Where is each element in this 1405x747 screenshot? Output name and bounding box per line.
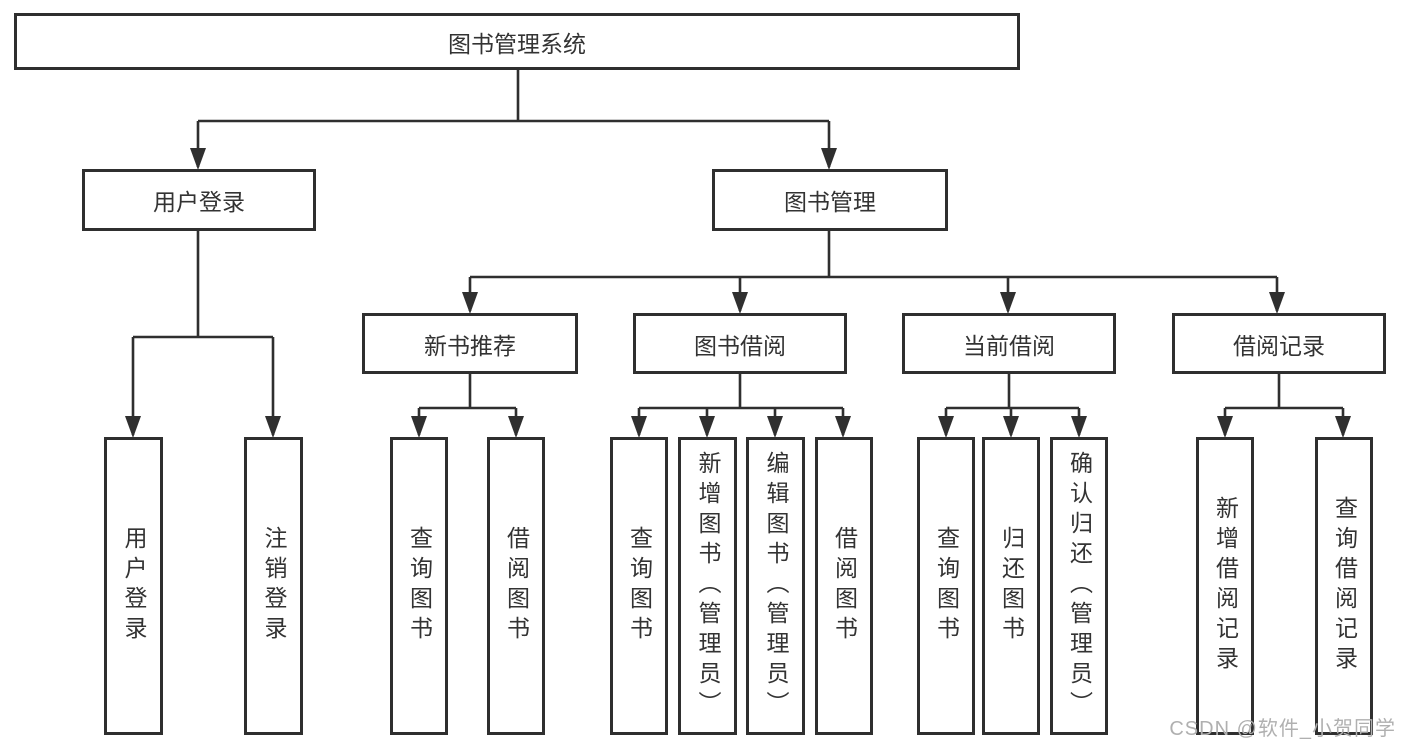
arrowhead-icon <box>938 416 954 438</box>
node-root-label: 图书管理系统 <box>448 30 586 57</box>
leaf-cb-return-book-label: 归还图书 <box>998 526 1025 646</box>
leaf-bb-query-book-label: 查询图书 <box>626 526 653 646</box>
node-book-borrow-label: 图书借阅 <box>694 332 786 359</box>
leaf-cb-query-book: 查询图书 <box>917 437 975 735</box>
leaf-cb-query-book-label: 查询图书 <box>933 526 960 646</box>
arrowhead-icon <box>631 416 647 438</box>
node-user-login: 用户登录 <box>82 169 316 231</box>
leaf-bb-query-book: 查询图书 <box>610 437 668 735</box>
arrowhead-icon <box>1269 292 1285 314</box>
arrowhead-icon <box>190 148 206 170</box>
node-borrow-record: 借阅记录 <box>1172 313 1386 374</box>
csdn-watermark: CSDN @软件_小贺同学 <box>1169 718 1396 740</box>
arrowhead-icon <box>508 416 524 438</box>
leaf-br-add-record: 新增借阅记录 <box>1196 437 1254 735</box>
leaf-rec-query-book-label: 查询图书 <box>406 526 433 646</box>
arrowhead-icon <box>732 292 748 314</box>
leaf-user-login-label: 用户登录 <box>121 526 147 646</box>
arrowhead-icon <box>265 416 281 438</box>
leaf-logout-label: 注销登录 <box>261 526 287 646</box>
connector-bookmgmt-to-level3 <box>468 231 1279 311</box>
leaf-bb-borrow-book-label: 借阅图书 <box>831 526 858 646</box>
leaf-br-query-record-label: 查询借阅记录 <box>1331 496 1358 676</box>
node-user-login-label: 用户登录 <box>153 189 245 215</box>
node-book-management: 图书管理 <box>712 169 948 231</box>
leaf-cb-confirm-return-label: 确认归还（管理员） <box>1066 451 1093 721</box>
arrowhead-icon <box>1000 292 1016 314</box>
arrowhead-icon <box>462 292 478 314</box>
arrowhead-icon <box>835 416 851 438</box>
connector-borrowrecord-to-leaves <box>1223 374 1345 435</box>
leaf-logout: 注销登录 <box>244 437 303 735</box>
arrowhead-icon <box>821 148 837 170</box>
connector-newbookrec-to-leaves <box>417 374 518 435</box>
leaf-cb-return-book: 归还图书 <box>982 437 1040 735</box>
leaf-rec-borrow-book: 借阅图书 <box>487 437 545 735</box>
node-borrow-record-label: 借阅记录 <box>1233 332 1325 359</box>
connector-bookborrow-to-leaves <box>637 374 845 435</box>
arrowhead-icon <box>125 416 141 438</box>
leaf-rec-borrow-book-label: 借阅图书 <box>503 526 530 646</box>
leaf-bb-add-book-label: 新增图书（管理员） <box>695 451 721 721</box>
arrowhead-icon <box>1071 416 1087 438</box>
leaf-br-add-record-label: 新增借阅记录 <box>1212 496 1239 676</box>
arrowhead-icon <box>1003 416 1019 438</box>
node-new-book-recommend: 新书推荐 <box>362 313 578 374</box>
node-current-borrow: 当前借阅 <box>902 313 1116 374</box>
node-book-management-label: 图书管理 <box>784 189 876 215</box>
connector-root-to-level2 <box>196 70 831 167</box>
arrowhead-icon <box>1335 416 1351 438</box>
leaf-bb-edit-book-label: 编辑图书（管理员） <box>763 451 789 721</box>
connector-userlogin-to-leaves <box>131 231 275 435</box>
node-book-borrow: 图书借阅 <box>633 313 847 374</box>
leaf-bb-borrow-book: 借阅图书 <box>815 437 873 735</box>
leaf-user-login: 用户登录 <box>104 437 163 735</box>
arrowhead-icon <box>699 416 715 438</box>
arrowhead-icon <box>767 416 783 438</box>
leaf-bb-edit-book: 编辑图书（管理员） <box>746 437 805 735</box>
node-current-borrow-label: 当前借阅 <box>963 332 1055 359</box>
arrowhead-icon <box>411 416 427 438</box>
node-root: 图书管理系统 <box>14 13 1020 70</box>
arrowhead-icon <box>1217 416 1233 438</box>
leaf-br-query-record: 查询借阅记录 <box>1315 437 1373 735</box>
leaf-bb-add-book: 新增图书（管理员） <box>678 437 737 735</box>
leaf-rec-query-book: 查询图书 <box>390 437 448 735</box>
leaf-cb-confirm-return: 确认归还（管理员） <box>1050 437 1108 735</box>
node-new-book-recommend-label: 新书推荐 <box>424 332 516 359</box>
